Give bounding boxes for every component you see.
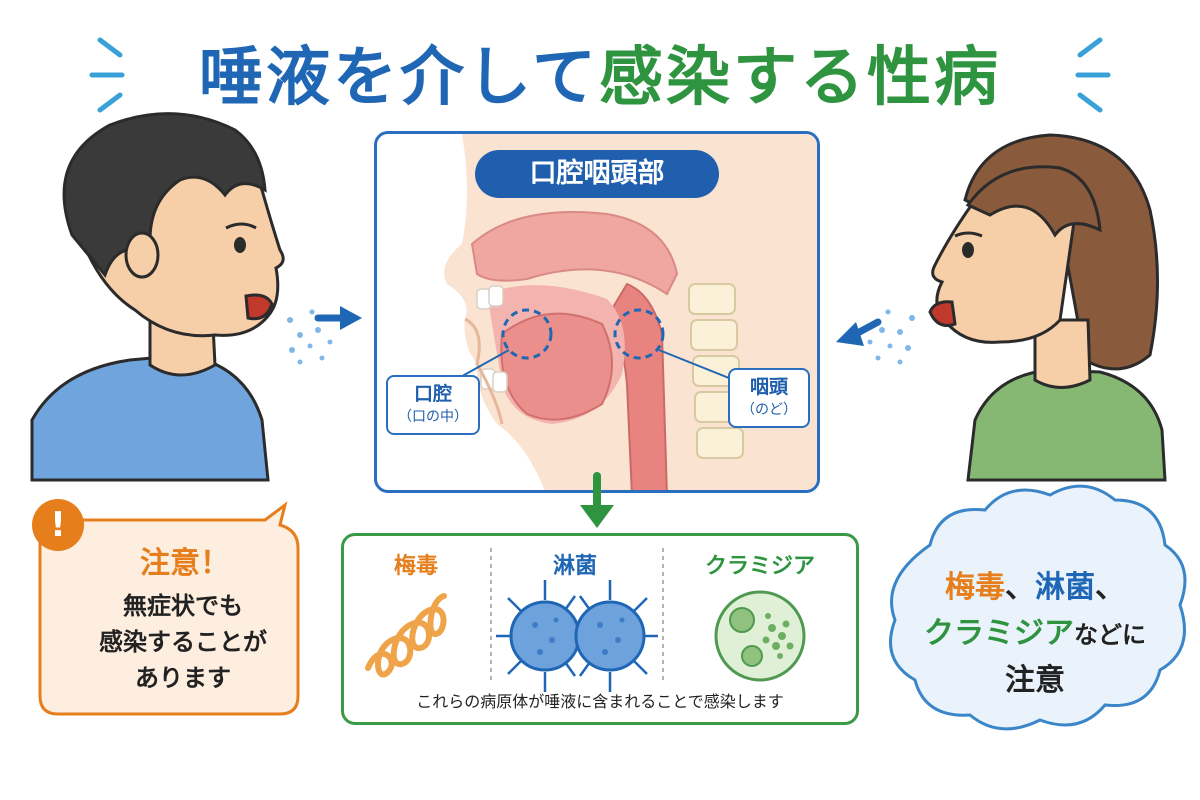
page-title: 唾液を介して感染する性病 xyxy=(0,26,1200,118)
oral-cavity-label-sub: （口の中） xyxy=(398,409,468,425)
cloud-syphilis: 梅毒 xyxy=(945,570,1005,605)
oral-cavity-label: 口腔 （口の中） xyxy=(386,375,480,435)
pharynx-label: 咽頭 （のど） xyxy=(728,368,810,428)
cloud-gonorrhea: 淋菌 xyxy=(1035,570,1095,605)
pharynx-label-main: 咽頭 xyxy=(749,376,788,398)
oral-cavity-label-main: 口腔 xyxy=(413,383,452,405)
title-part-2: 感染する性病 xyxy=(599,41,1002,115)
anatomy-header: 口腔咽頭部 xyxy=(475,150,719,198)
cloud-line-2: クラミジアなどに xyxy=(880,611,1190,658)
pathogen-note: これらの病原体が唾液に含まれることで感染します xyxy=(416,692,784,711)
title-part-1: 唾液を介して xyxy=(198,41,600,115)
cloud-chlamydia: クラミジア xyxy=(924,616,1074,651)
pathogen-name-gonorrhea: 淋菌 xyxy=(552,554,597,579)
cloud-tail: などに xyxy=(1074,621,1146,649)
cloud-separator-2: 、 xyxy=(1095,570,1125,605)
cloud-separator-1: 、 xyxy=(1005,570,1035,605)
pharynx-label-sub: （のど） xyxy=(741,402,797,418)
warning-title: 注意！ xyxy=(140,546,230,581)
oropharynx-cross-section xyxy=(444,134,817,490)
exclamation-icon: ! xyxy=(50,505,66,545)
cloud-line-1: 梅毒、淋菌、 xyxy=(880,565,1190,611)
cloud-line-3: 注意 xyxy=(1005,663,1065,698)
warning-line-1: 無症状でも xyxy=(123,592,243,620)
warning-text: 無症状でも 感染することが あります xyxy=(58,588,308,696)
pathogen-name-syphilis: 梅毒 xyxy=(393,554,438,579)
warning-line-3: あります xyxy=(135,664,231,692)
pathogen-name-chlamydia: クラミジア xyxy=(704,554,815,579)
cloud-text: 梅毒、淋菌、 クラミジアなどに 注意 xyxy=(880,565,1190,704)
warning-line-2: 感染することが xyxy=(99,628,267,656)
